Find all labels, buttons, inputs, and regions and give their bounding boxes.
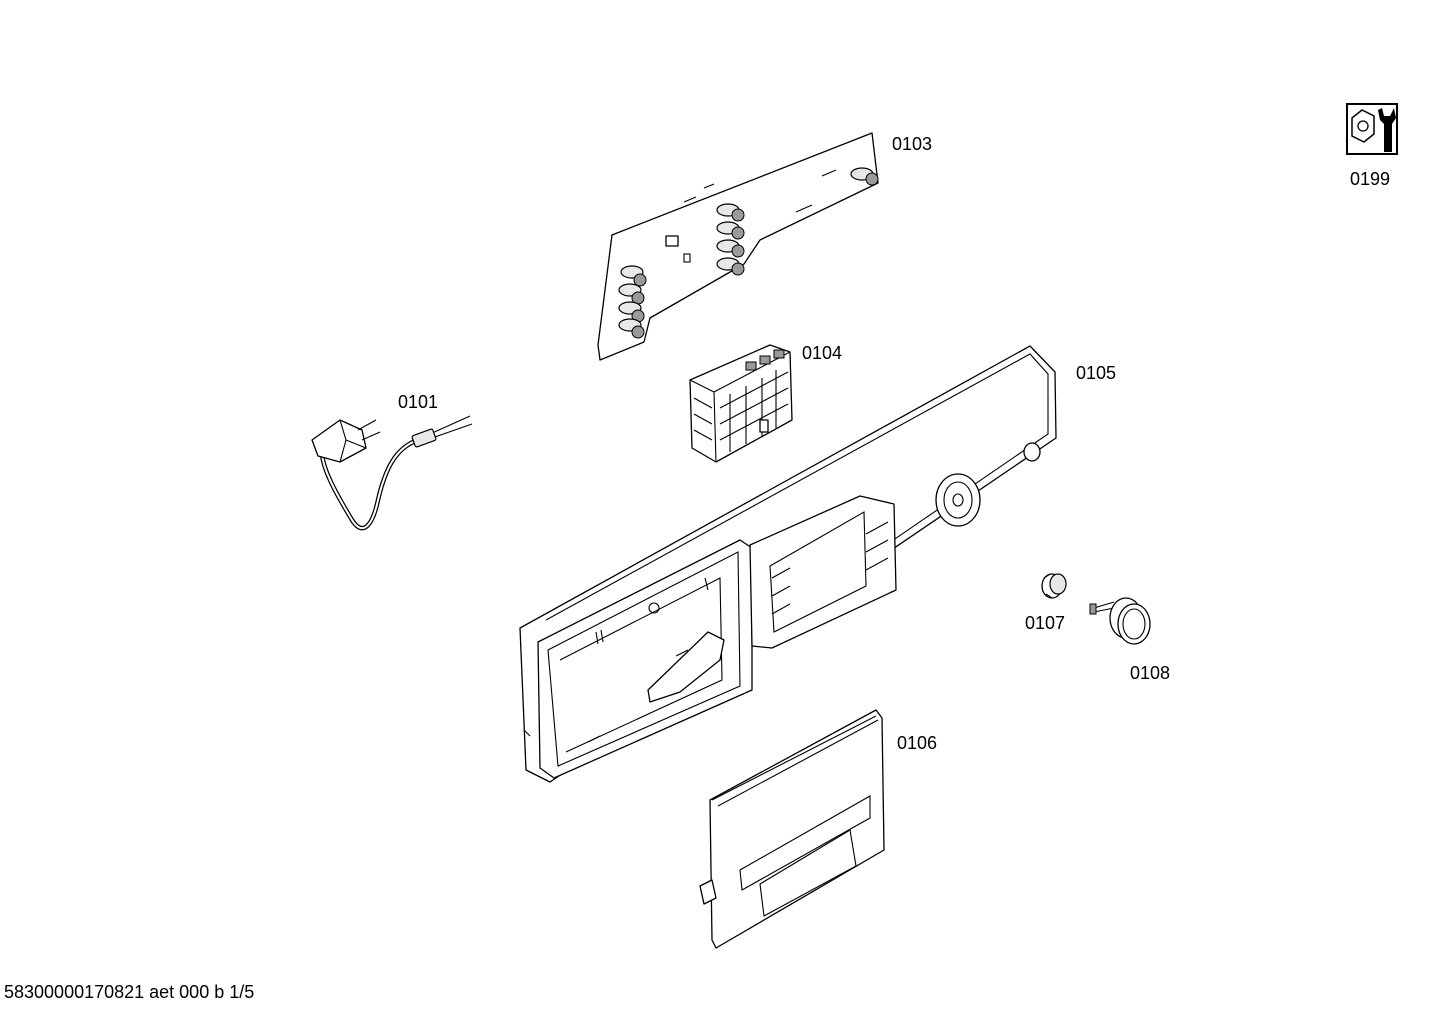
- part-0108-knob: [1089, 597, 1151, 645]
- label-0104: 0104: [802, 343, 843, 363]
- label-0199: 0199: [1350, 169, 1391, 189]
- label-0107: 0107: [1025, 613, 1066, 633]
- label-0101: 0101: [398, 392, 439, 412]
- part-0105-fascia-panel: [519, 345, 1057, 783]
- label-0108: 0108: [1130, 663, 1171, 683]
- label-0106: 0106: [897, 733, 938, 753]
- connector-pins-right: [716, 203, 745, 276]
- part-0103-pcb: [597, 132, 879, 361]
- connector-pins-left: [618, 265, 647, 339]
- label-0105: 0105: [1076, 363, 1117, 383]
- document-footer: 58300000170821 aet 000 b 1/5: [4, 982, 255, 1002]
- part-0101-power-cord: [311, 415, 473, 531]
- part-0106-drawer-handle: [699, 709, 885, 949]
- spanner-nut-icon: [1346, 103, 1398, 155]
- part-0104-connector-block: [689, 344, 793, 463]
- label-0103: 0103: [892, 134, 933, 154]
- part-0107-coupling: [1041, 573, 1067, 599]
